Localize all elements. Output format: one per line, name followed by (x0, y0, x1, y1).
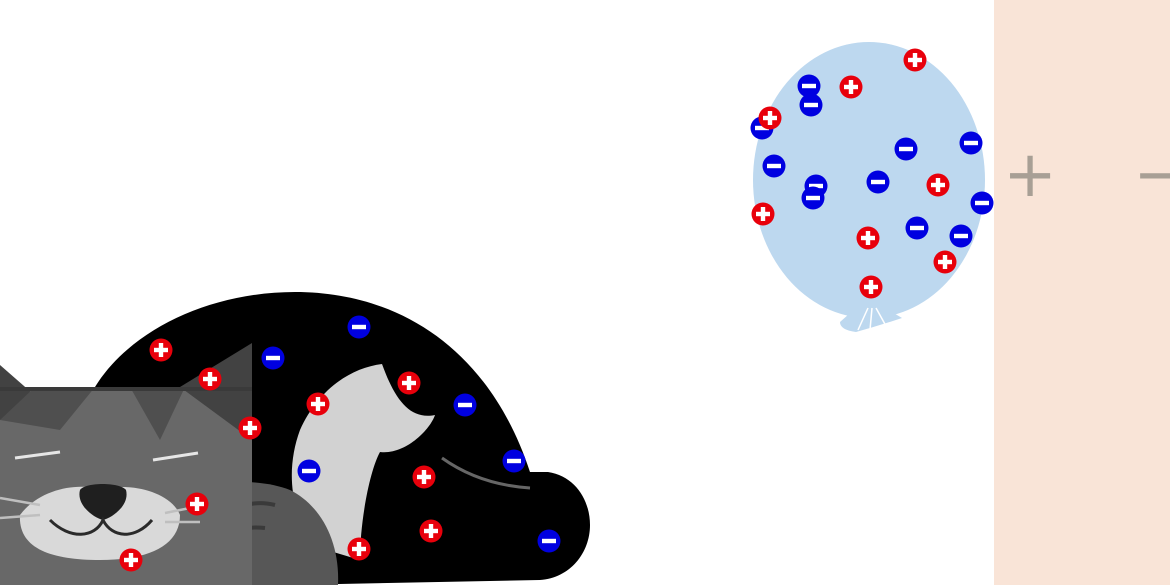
positive-charge (758, 106, 782, 130)
positive-charge (306, 392, 330, 416)
negative-charge (762, 154, 786, 178)
positive-charge (419, 519, 443, 543)
cat-fur-line (441, 456, 531, 490)
cat-right-eye (152, 451, 199, 462)
positive-charge (347, 537, 371, 561)
positive-charge (933, 250, 957, 274)
cat-left-eye (14, 450, 61, 460)
wall[interactable] (994, 0, 1170, 585)
cat-chest-patch (291, 364, 435, 560)
negative-charge (959, 131, 983, 155)
wall-minus-sign: − (1133, 138, 1170, 212)
positive-charge (903, 48, 927, 72)
positive-charge (856, 226, 880, 250)
wall-surface (994, 0, 1170, 585)
cat-whiskers (0, 496, 201, 524)
negative-charge (894, 137, 918, 161)
cat-nose (79, 484, 127, 520)
positive-charge (119, 548, 143, 572)
negative-charge (970, 191, 994, 215)
positive-charge (185, 492, 209, 516)
negative-charge (347, 315, 371, 339)
negative-charge (502, 449, 526, 473)
positive-charge (198, 367, 222, 391)
positive-charge (412, 465, 436, 489)
negative-charge (297, 459, 321, 483)
balloon-knot-lines (857, 307, 887, 331)
negative-charge (537, 529, 561, 553)
cat-mouth (48, 516, 154, 536)
negative-charge (801, 186, 825, 210)
negative-charge (261, 346, 285, 370)
positive-charge (149, 338, 173, 362)
positive-charge (751, 202, 775, 226)
positive-charge (839, 75, 863, 99)
negative-charge (799, 93, 823, 117)
negative-charge (949, 224, 973, 248)
wall-plus-sign: + (1003, 138, 1057, 212)
negative-charge (905, 216, 929, 240)
sweater-cat[interactable] (0, 292, 590, 585)
positive-charge (926, 173, 950, 197)
positive-charge (397, 371, 421, 395)
positive-charge (238, 416, 262, 440)
negative-charge (866, 170, 890, 194)
negative-charge (453, 393, 477, 417)
positive-charge (859, 275, 883, 299)
